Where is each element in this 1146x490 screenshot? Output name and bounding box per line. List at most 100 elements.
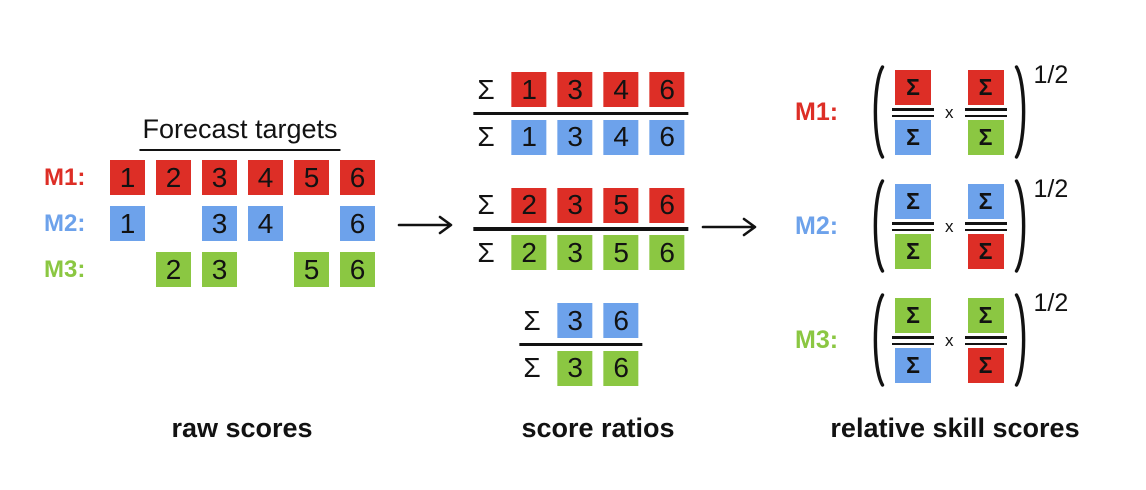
multiply-symbol: x	[945, 102, 954, 122]
ratio-m3: Σ 3 6 Σ 3 6	[519, 303, 643, 386]
sum-fraction: Σ Σ	[892, 69, 934, 155]
score-cell: 4	[248, 206, 283, 241]
score-cell: 3	[202, 252, 237, 287]
score-cell: 4	[603, 72, 639, 107]
sigma-symbol: Σ	[523, 304, 541, 336]
score-cell: 6	[603, 350, 639, 386]
model-label-m2: M2:	[44, 209, 86, 237]
sum-fraction: Σ Σ	[964, 297, 1007, 383]
sum-fraction: Σ Σ	[964, 183, 1007, 269]
ratio-m3-numerator: Σ 3 6	[519, 303, 642, 338]
sum-fraction: Σ Σ	[892, 183, 934, 269]
sigma-symbol: Σ	[477, 236, 495, 268]
ratio-m1: Σ 1 3 4 6 Σ 1 3 4 6	[473, 72, 689, 155]
score-cell: 5	[294, 160, 329, 195]
raw-scores-cells-m2: 1 3 4 6	[110, 206, 375, 241]
skill-formula-m3: M3: Σ Σ x Σ Σ 1/2	[795, 289, 1068, 387]
score-cell: 5	[294, 252, 329, 287]
ratio-m2: Σ 2 3 5 6 Σ 2 3 5 6	[473, 187, 689, 270]
score-cell: 3	[557, 235, 593, 270]
score-cell: 3	[202, 206, 237, 241]
model-label-m1: M1:	[44, 163, 86, 191]
score-cell: 6	[603, 303, 639, 338]
score-cell: 2	[511, 187, 547, 223]
score-cell: 5	[603, 235, 639, 270]
empty-slot	[294, 206, 329, 241]
score-cell: 6	[340, 160, 375, 195]
fraction-bar	[473, 227, 689, 231]
fraction-bar	[892, 335, 934, 345]
score-cell: 6	[340, 252, 375, 287]
close-paren-icon	[1014, 293, 1025, 387]
sigma-symbol: Σ	[477, 121, 495, 152]
exponent-half: 1/2	[1033, 61, 1069, 89]
empty-slot	[156, 206, 191, 241]
relative-skill-scores-group: M1: Σ Σ x Σ Σ 1/2 M2:	[795, 61, 1068, 387]
score-ratios-group: Σ 1 3 4 6 Σ 1 3 4 6 Σ 2 3 5 6	[473, 72, 689, 386]
score-cell: 6	[340, 206, 375, 241]
forecast-targets-heading: Forecast targets	[139, 114, 341, 151]
empty-slot	[110, 252, 145, 287]
score-cell: 2	[511, 235, 547, 270]
ratio-m3-denominator: Σ 3 6	[519, 350, 642, 386]
score-cell: 6	[649, 119, 685, 155]
score-cell: 2	[156, 160, 191, 195]
score-cell: 1	[110, 206, 145, 241]
raw-scores-row-m1: M1: 1 2 3 4 5 6	[44, 160, 375, 195]
empty-slot	[248, 252, 283, 287]
score-cell: 6	[649, 187, 685, 223]
exponent-half: 1/2	[1033, 175, 1069, 203]
score-cell: 1	[110, 160, 145, 195]
score-cell: 1	[511, 119, 547, 155]
score-cell: 6	[649, 235, 685, 270]
model-label-m1: M1:	[795, 97, 839, 126]
score-cell: 6	[649, 72, 685, 107]
model-label-m3: M3:	[44, 255, 86, 283]
sum-fraction: Σ Σ	[964, 69, 1007, 155]
arrow-right-icon	[701, 217, 757, 237]
fraction-bar	[519, 342, 643, 346]
score-cell: 1	[511, 72, 547, 107]
sum-fraction: Σ Σ	[892, 297, 934, 383]
model-label-m2: M2:	[795, 211, 839, 240]
score-cell: 3	[557, 303, 593, 338]
ratio-m1-numerator: Σ 1 3 4 6	[473, 72, 688, 107]
sum-box-red: Σ	[967, 347, 1004, 383]
sum-box-green: Σ	[967, 297, 1004, 333]
sum-box-blue: Σ	[895, 347, 931, 383]
sum-box-green: Σ	[967, 119, 1004, 155]
model-label-m3: M3:	[795, 325, 839, 354]
sum-box-blue: Σ	[895, 119, 931, 155]
score-cell: 2	[156, 252, 191, 287]
fraction-bar	[892, 221, 934, 231]
sum-box-red: Σ	[967, 233, 1004, 269]
raw-scores-grid: M1: 1 2 3 4 5 6 M2: 1 3 4 6 M3:	[44, 160, 375, 298]
caption-score-ratios: score ratios	[521, 413, 675, 443]
score-cell: 3	[557, 119, 593, 155]
score-cell: 3	[557, 187, 593, 223]
fraction-bar	[892, 107, 934, 117]
raw-scores-row-m3: M3: 2 3 5 6	[44, 252, 375, 287]
close-paren-icon	[1014, 65, 1025, 159]
sigma-symbol: Σ	[477, 73, 495, 105]
sum-box-red: Σ	[895, 69, 931, 105]
score-cell: 5	[603, 187, 639, 223]
sum-box-red: Σ	[967, 69, 1004, 105]
score-cell: 3	[557, 72, 593, 107]
open-paren-icon	[873, 179, 885, 273]
ratio-m2-denominator: Σ 2 3 5 6	[473, 235, 688, 270]
raw-scores-cells-m3: 2 3 5 6	[110, 252, 375, 287]
skill-formula-m2: M2: Σ Σ x Σ Σ 1/2	[795, 175, 1068, 273]
arrow-right-icon	[397, 215, 453, 235]
sum-box-green: Σ	[895, 233, 931, 269]
sum-box-blue: Σ	[895, 183, 931, 219]
ratio-m2-numerator: Σ 2 3 5 6	[473, 187, 688, 223]
score-cell: 4	[603, 119, 639, 155]
fraction-bar	[964, 335, 1007, 345]
score-cell: 3	[202, 160, 237, 195]
caption-relative-skill-scores: relative skill scores	[830, 413, 1080, 443]
sum-box-blue: Σ	[967, 183, 1004, 219]
fraction-bar	[964, 221, 1007, 231]
open-paren-icon	[873, 65, 885, 159]
